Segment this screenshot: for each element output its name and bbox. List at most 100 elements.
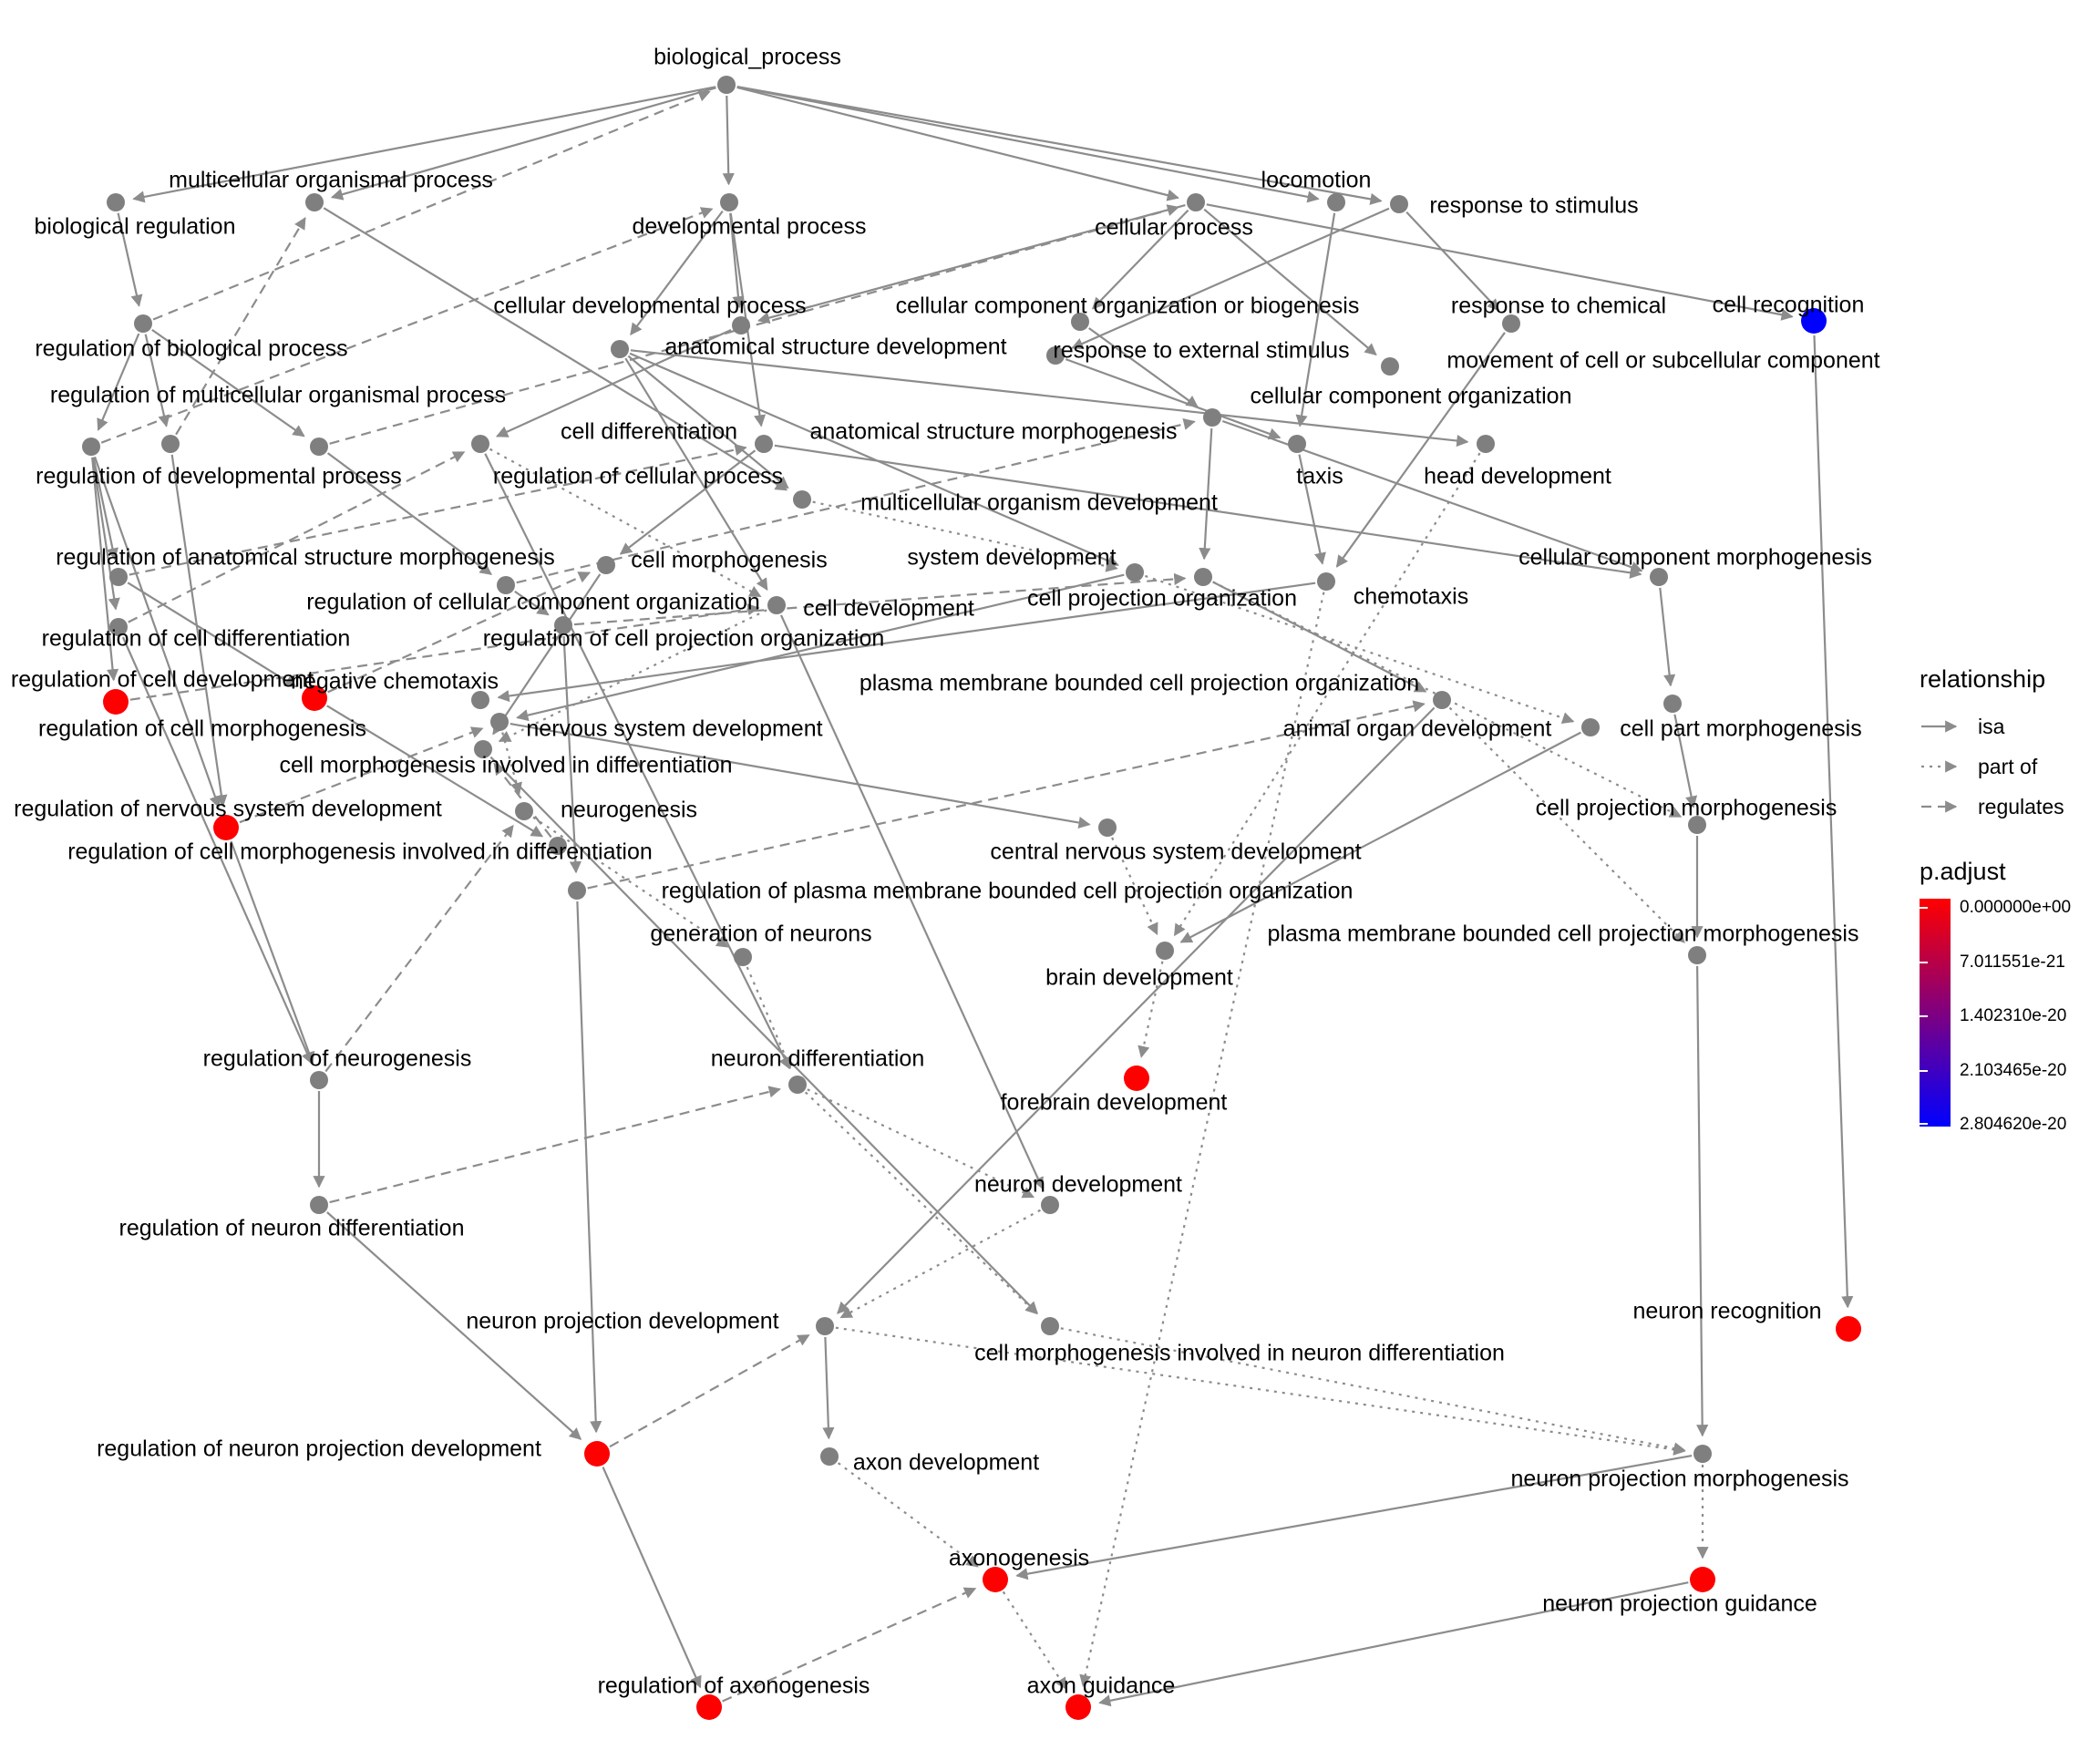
node-crec: [1801, 308, 1827, 334]
edge-aod-braindev: [1179, 731, 1581, 943]
edge-bp-dp: [722, 95, 735, 186]
node-label-rtc: response to chemical: [1451, 293, 1666, 319]
edge-cmorph-cmid: [492, 573, 602, 736]
node-label-cpo: cell projection organization: [1027, 586, 1297, 612]
edge-rcpo-cpo: [573, 572, 1187, 626]
node-forebrain: [1124, 1065, 1149, 1091]
node-label-rtes: response to external stimulus: [1053, 338, 1349, 364]
node-label-dp: developmental process: [632, 214, 866, 240]
node-cmnd: [1041, 1317, 1059, 1335]
edge-rtes-taxis: [1065, 358, 1282, 440]
node-label-mod: multicellular organism development: [860, 490, 1218, 516]
edge-dp-cdp: [729, 212, 745, 309]
node-label-taxis: taxis: [1296, 464, 1343, 489]
edge-rcco-rcpo: [514, 590, 550, 616]
node-label-rpmbcpo: regulation of plasma membrane bounded ce…: [662, 879, 1354, 904]
edge-mod-sysdev: [812, 500, 1118, 572]
node-rdp: [82, 438, 100, 456]
node-mcsc: [1381, 357, 1399, 376]
edge-rbp-rcp: [151, 328, 305, 438]
partof-line-icon: [1921, 760, 1958, 773]
edges-layer: [91, 86, 1854, 1707]
edge-ransm-rcm: [127, 582, 297, 688]
node-label-rnpd: regulation of neuron projection developm…: [97, 1436, 541, 1462]
node-rcp: [310, 438, 328, 456]
node-rcdiff: [109, 618, 128, 636]
edge-neurondiff-neurondev: [807, 1088, 1035, 1199]
edge-asd-headdev: [630, 349, 1469, 448]
padjust-tick-2: 1.402310e-20: [1960, 1006, 2067, 1025]
node-label-cco: cellular component organization: [1251, 384, 1572, 409]
node-rneurog: [310, 1071, 328, 1089]
node-label-cpm: cell part morphogenesis: [1620, 716, 1861, 742]
edge-raxono-axonogenesis: [722, 1587, 977, 1703]
edge-rts-rtes: [1071, 207, 1390, 350]
node-label-pmbcpo: plasma membrane bounded cell projection …: [860, 671, 1419, 696]
edge-genneurons-neurondiff: [746, 966, 792, 1069]
node-axonguid: [1065, 1694, 1091, 1720]
node-label-rcdiff: regulation of cell differentiation: [42, 626, 351, 652]
edge-rnpd-raxono: [602, 1467, 702, 1689]
node-rts: [1390, 195, 1408, 213]
edge-neurog-genneurons: [532, 816, 729, 948]
edge-rdp-dp: [100, 207, 714, 444]
node-label-cdp: cellular developmental process: [493, 293, 806, 319]
edge-npd-axondev: [822, 1336, 835, 1440]
legend-item-regulates: regulates: [1920, 787, 2098, 827]
node-label-rcmid: regulation of cell morphogenesis involve…: [67, 839, 653, 865]
node-rcd: [103, 689, 129, 715]
node-rcmid: [549, 837, 567, 855]
node-mod: [793, 490, 811, 509]
node-ccm: [1650, 568, 1668, 586]
edge-cco-cpo: [1199, 427, 1213, 561]
node-label-rneurog: regulation of neurogenesis: [203, 1046, 472, 1072]
node-label-asd: anatomical structure development: [664, 335, 1006, 360]
node-taxis: [1288, 435, 1306, 453]
node-label-neurog: neurogenesis: [561, 798, 697, 823]
edge-npm-axonogenesis: [1015, 1455, 1693, 1580]
node-braindev: [1156, 942, 1174, 960]
edge-rneurog-neurog: [324, 824, 514, 1073]
edge-rpmbcpo-rnpd: [576, 901, 602, 1434]
node-label-neurondev: neuron development: [974, 1172, 1182, 1198]
node-rmop: [161, 435, 180, 453]
edge-nsd-cnsd: [510, 723, 1091, 829]
node-axondev: [820, 1447, 839, 1466]
node-rcco: [497, 576, 515, 594]
node-neurondev: [1041, 1196, 1059, 1214]
node-rneurondiff: [310, 1196, 328, 1214]
node-genneurons: [734, 948, 752, 966]
node-label-axonogenesis: axonogenesis: [949, 1546, 1089, 1571]
node-label-ccm: cellular component morphogenesis: [1518, 545, 1872, 571]
edge-ccm-cpm: [1659, 587, 1676, 687]
edge-rmop-rnsd: [170, 454, 228, 808]
padjust-tick-1: 7.011551e-21: [1960, 952, 2065, 972]
edge-rbp-rmop: [144, 334, 170, 427]
node-mop: [305, 193, 324, 211]
node-axonogenesis: [983, 1567, 1008, 1592]
node-raxono: [696, 1694, 722, 1720]
node-label-forebrain: forebrain development: [1001, 1090, 1228, 1116]
node-cdp: [732, 316, 750, 335]
edge-cpo-pmbcpo: [1212, 581, 1427, 693]
node-npg: [1690, 1567, 1715, 1592]
node-cp: [1187, 193, 1205, 211]
node-celldev: [767, 596, 786, 614]
node-label-chemotaxis: chemotaxis: [1354, 584, 1468, 610]
edge-rdp-rcd: [91, 457, 119, 682]
node-label-rcp: regulation of cellular process: [493, 464, 783, 489]
node-label-nsd: nervous system development: [526, 716, 822, 742]
nodes-layer: [82, 76, 1861, 1720]
edge-rcpo-rpmbcpo: [562, 635, 582, 874]
node-headdev: [1477, 435, 1495, 453]
edge-asd-celldev: [624, 357, 768, 592]
node-npm: [1693, 1445, 1712, 1463]
edge-neurondev-npd: [839, 1209, 1041, 1319]
node-rtes: [1046, 346, 1065, 365]
node-label-ccob: cellular component organization or bioge…: [896, 293, 1360, 319]
edge-ccob-cco: [1088, 327, 1199, 408]
edge-rneurondiff-neurondiff: [329, 1086, 781, 1204]
edge-rdp-rnsd: [93, 456, 221, 808]
node-rbp: [134, 314, 152, 333]
node-label-pmbcpm: plasma membrane bounded cell projection …: [1268, 921, 1859, 947]
